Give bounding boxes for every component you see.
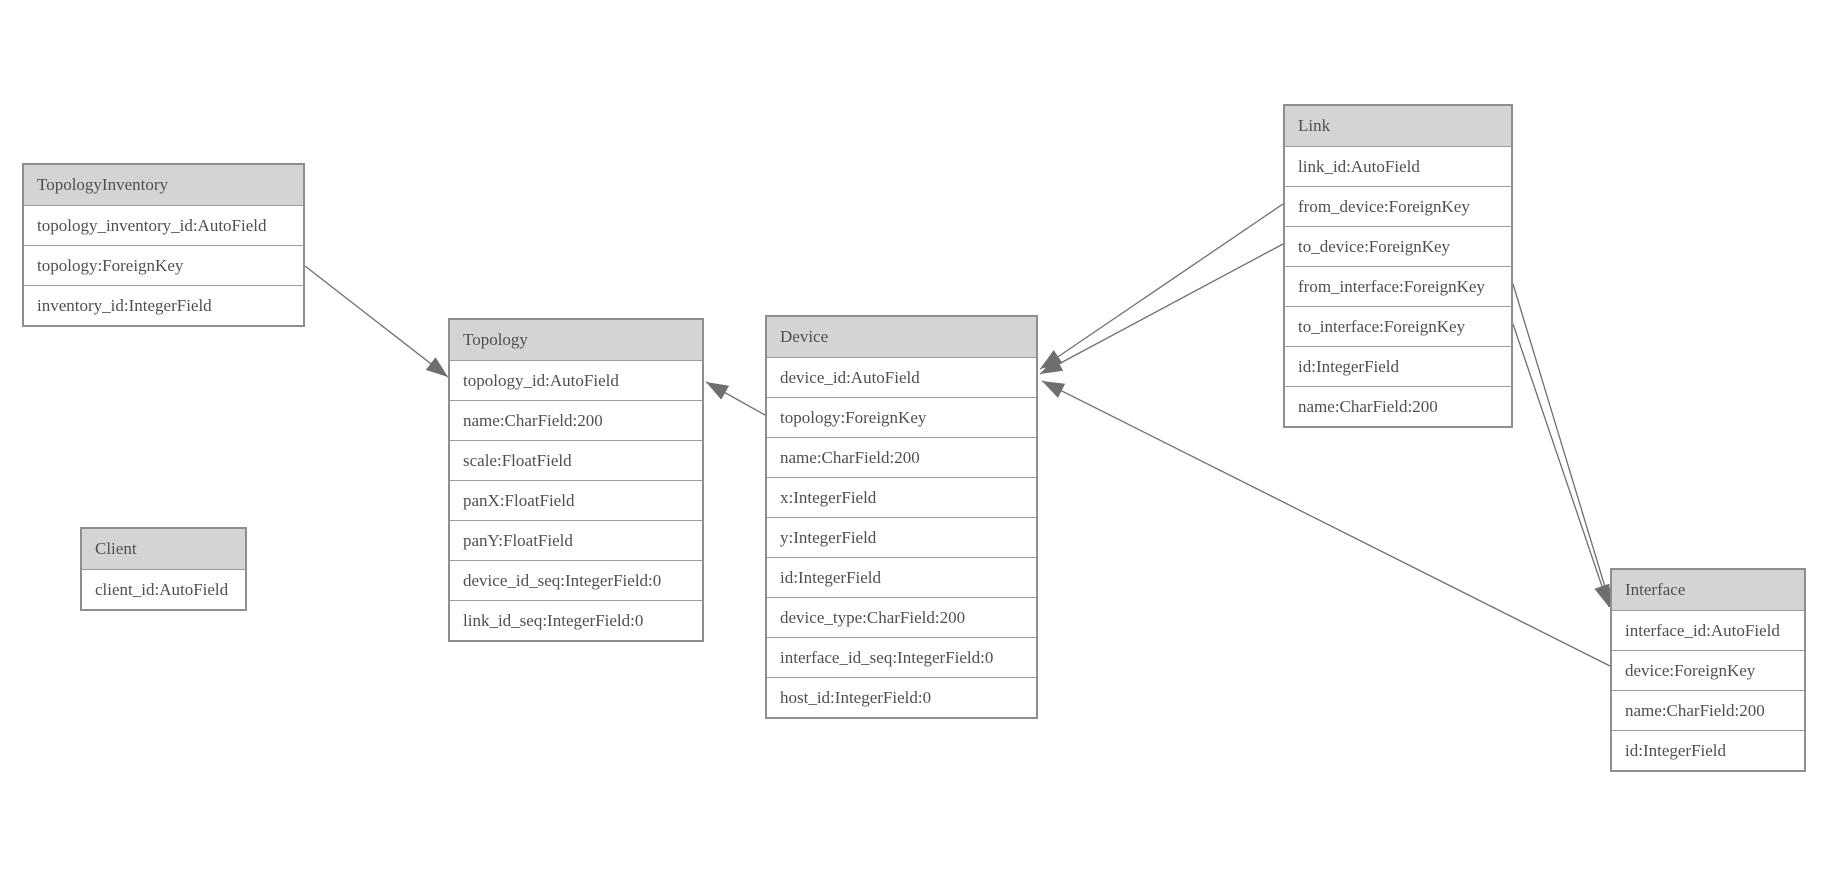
relation-TopologyInventory.topology-to-Topology.topology_id	[304, 265, 449, 378]
entity-field-row: device_id_seq:IntegerField:0	[450, 560, 702, 600]
entity-title: Interface	[1612, 570, 1804, 610]
entity-title: Device	[767, 317, 1036, 357]
entity-title: TopologyInventory	[24, 165, 303, 205]
entity-field-row: interface_id:AutoField	[1612, 610, 1804, 650]
relation-Interface.device-to-Device.device_id	[1041, 380, 1611, 667]
entity-field-row: device:ForeignKey	[1612, 650, 1804, 690]
relation-Link.to_device-to-Device.device_id	[1039, 243, 1284, 375]
entity-field-row: from_interface:ForeignKey	[1285, 266, 1511, 306]
entity-field-row: panX:FloatField	[450, 480, 702, 520]
entity-field-row: panY:FloatField	[450, 520, 702, 560]
entity-field-row: device_id:AutoField	[767, 357, 1036, 397]
entity-field-row: name:CharField:200	[1612, 690, 1804, 730]
entity-field-row: name:CharField:200	[1285, 386, 1511, 426]
entity-field-row: id:IntegerField	[1612, 730, 1804, 770]
entity-title: Link	[1285, 106, 1511, 146]
relation-Link.from_device-to-Device.device_id	[1039, 203, 1284, 370]
relation-Device.topology-to-Topology.topology_id	[705, 381, 766, 416]
entity-field-row: id:IntegerField	[767, 557, 1036, 597]
entity-field-row: name:CharField:200	[450, 400, 702, 440]
entity-field-row: topology:ForeignKey	[767, 397, 1036, 437]
entity-field-row: scale:FloatField	[450, 440, 702, 480]
relation-Link.from_interface-to-Interface.interface_id	[1512, 283, 1614, 611]
entity-title: Topology	[450, 320, 702, 360]
entity-field-row: link_id_seq:IntegerField:0	[450, 600, 702, 640]
entity-field-row: y:IntegerField	[767, 517, 1036, 557]
entity-field-row: to_interface:ForeignKey	[1285, 306, 1511, 346]
entity-field-row: name:CharField:200	[767, 437, 1036, 477]
entity-field-row: to_device:ForeignKey	[1285, 226, 1511, 266]
entity-field-row: id:IntegerField	[1285, 346, 1511, 386]
entity-field-row: topology_inventory_id:AutoField	[24, 205, 303, 245]
entity-field-row: device_type:CharField:200	[767, 597, 1036, 637]
entity-field-row: x:IntegerField	[767, 477, 1036, 517]
entity-field-row: link_id:AutoField	[1285, 146, 1511, 186]
entity-field-row: client_id:AutoField	[82, 569, 245, 609]
entity-field-row: host_id:IntegerField:0	[767, 677, 1036, 717]
entity-field-row: from_device:ForeignKey	[1285, 186, 1511, 226]
entity-title: Client	[82, 529, 245, 569]
entity-field-row: topology_id:AutoField	[450, 360, 702, 400]
entity-field-row: interface_id_seq:IntegerField:0	[767, 637, 1036, 677]
relation-Link.to_interface-to-Interface.interface_id	[1512, 323, 1610, 608]
entity-field-row: topology:ForeignKey	[24, 245, 303, 285]
entity-field-row: inventory_id:IntegerField	[24, 285, 303, 325]
